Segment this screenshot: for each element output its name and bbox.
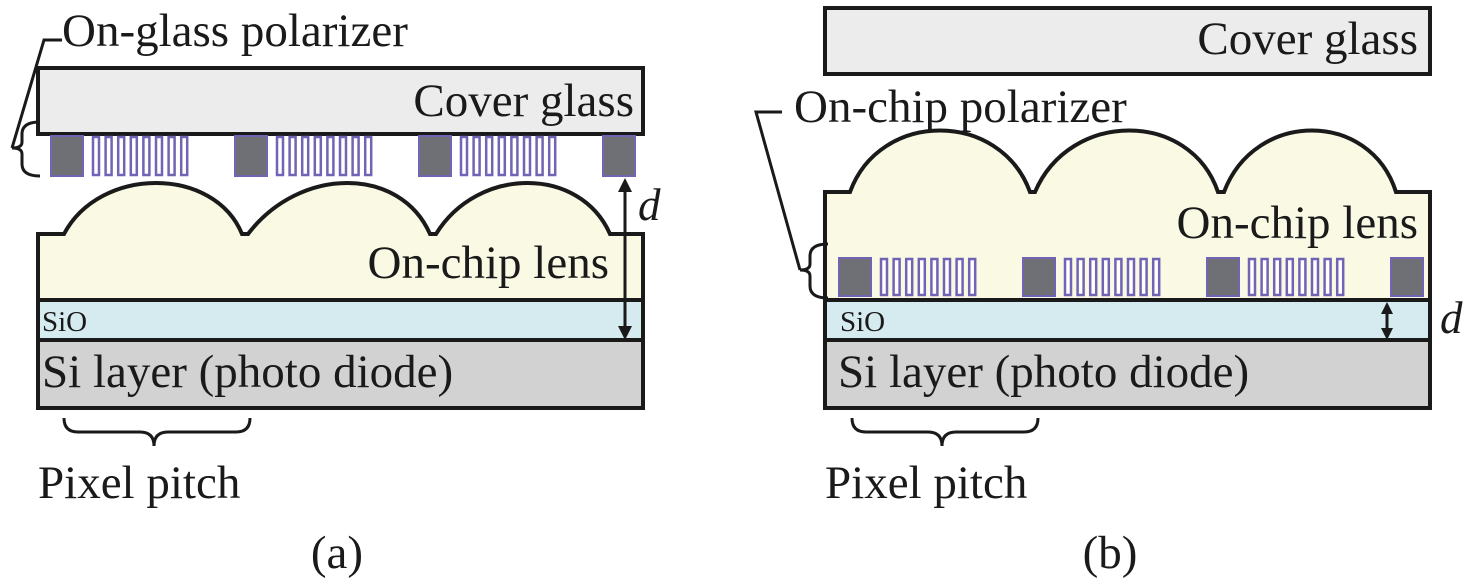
polarizer-block (418, 135, 452, 177)
polarizer-wire (154, 135, 164, 177)
polarizer-wire (510, 135, 519, 177)
polarizer-wire (275, 135, 285, 177)
polarizer-wire (104, 135, 113, 177)
polarizer-wire (338, 135, 348, 177)
polarizer-wire (535, 135, 544, 177)
polarizer-wire (326, 135, 335, 177)
polarizer-leader-a (10, 38, 62, 149)
polarizer-wire (1126, 257, 1136, 297)
polarizer-wire (313, 135, 323, 177)
polarizer-wire (1076, 257, 1085, 297)
polarizer-wire (300, 135, 310, 177)
cover-glass-label-a: Cover glass (413, 75, 634, 127)
pixel-pitch-brace-b (850, 417, 1040, 447)
polarizer-wire (1335, 257, 1345, 297)
pixel-pitch-label-a: Pixel pitch (38, 457, 240, 509)
panel-b: Cover glass On-chip lens On-chip polariz… (754, 6, 1463, 579)
polarizer-wire (547, 135, 557, 177)
polarizer-wire (1114, 257, 1123, 297)
polarizer-block (602, 135, 636, 177)
cover-glass-b (823, 6, 1432, 76)
on-glass-polarizer-a (50, 135, 636, 177)
si-label-b: Si layer (photo diode) (838, 346, 1249, 398)
sio-label-b: SiO (840, 306, 885, 338)
polarizer-wire (459, 135, 469, 177)
on-chip-lens-a (36, 181, 645, 302)
polarizer-wire (879, 257, 889, 297)
caption-a: (a) (311, 527, 363, 579)
polarizer-block (234, 135, 268, 177)
polarizer-label-b: On-chip polarizer (794, 81, 1127, 133)
polarizer-block (838, 257, 872, 297)
cover-glass-a (36, 66, 645, 136)
polarizer-wire (351, 135, 360, 177)
polarizer-wire (497, 135, 507, 177)
lens-label-a: On-chip lens (368, 237, 609, 289)
polarizer-wire (167, 135, 176, 177)
polarizer-leader-b (754, 110, 802, 271)
polarizer-wire (1088, 257, 1098, 297)
lens-label-b: On-chip lens (1177, 197, 1418, 249)
polarizer-wire (1260, 257, 1269, 297)
polarizer-wire (1285, 257, 1295, 297)
polarizer-wire (930, 257, 939, 297)
polarizer-wire (472, 135, 481, 177)
pixel-pitch-brace-a (62, 417, 252, 447)
polarizer-block (1022, 257, 1056, 297)
polarizer-label-a: On-glass polarizer (62, 5, 408, 57)
polarizer-wire (288, 135, 297, 177)
polarizer-wire (1247, 257, 1257, 297)
polarizer-wire (967, 257, 977, 297)
polarizer-wire (1063, 257, 1073, 297)
cover-glass-label-b: Cover glass (1197, 13, 1418, 65)
polarizer-wire (1151, 257, 1161, 297)
polarizer-wire (129, 135, 139, 177)
distance-label-b: d (1440, 293, 1463, 343)
distance-label-a: d (638, 180, 661, 230)
polarizer-wire (179, 135, 189, 177)
polarizer-wire (892, 257, 901, 297)
polarizer-wire (1101, 257, 1111, 297)
polarizer-block (50, 135, 84, 177)
si-label-a: Si layer (photo diode) (42, 346, 453, 398)
on-chip-polarizer-b (838, 257, 1424, 297)
sio-layer-a (36, 298, 645, 342)
distance-arrow-b (1381, 302, 1393, 340)
si-layer-b (823, 338, 1432, 410)
polarizer-wire (522, 135, 532, 177)
polarizer-wire (484, 135, 494, 177)
polarizer-wire (955, 257, 964, 297)
polarizer-wire (1323, 257, 1332, 297)
polarizer-block (1390, 257, 1424, 297)
polarizer-wire (116, 135, 126, 177)
polarizer-wire (1298, 257, 1307, 297)
polarizer-block (1206, 257, 1240, 297)
si-layer-a (36, 338, 645, 410)
pixel-pitch-label-b: Pixel pitch (825, 457, 1027, 509)
distance-arrow-a (618, 178, 632, 340)
polarizer-wire (1310, 257, 1320, 297)
on-chip-lens-b (823, 128, 1432, 302)
polarizer-wire (91, 135, 101, 177)
sio-label-a: SiO (42, 306, 87, 338)
panel-a: Cover glass On-glass polarizer On-chip l… (10, 5, 661, 579)
polarizer-wire (1272, 257, 1282, 297)
polarizer-wire (917, 257, 927, 297)
polarizer-wire (942, 257, 952, 297)
polarizer-wire (904, 257, 914, 297)
sio-layer-b (823, 298, 1432, 342)
polarizer-wire (142, 135, 151, 177)
polarizer-wire (363, 135, 373, 177)
caption-b: (b) (1083, 527, 1138, 579)
polarizer-wire (1139, 257, 1148, 297)
